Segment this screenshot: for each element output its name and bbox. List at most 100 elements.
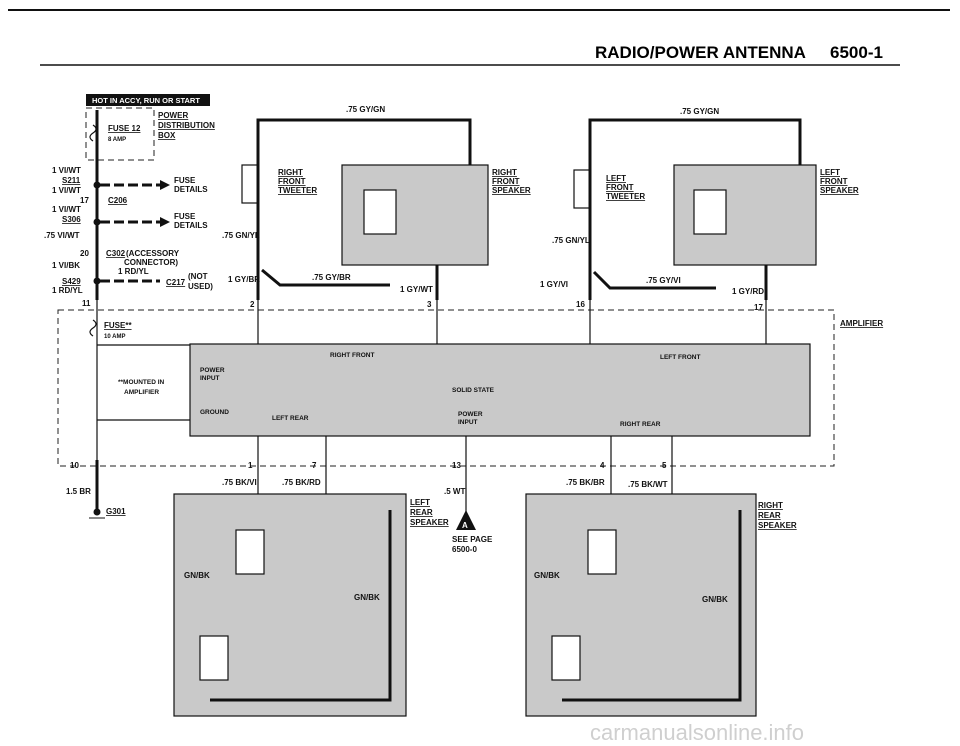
lf-speaker-label: FRONT [820, 177, 848, 186]
connector-desc: USED) [188, 282, 213, 291]
rr-speaker-label: RIGHT [758, 501, 783, 510]
hot-banner-bg [86, 94, 210, 106]
pin-label: 3 [427, 300, 432, 309]
wire-label: 1 RD/YL [52, 286, 83, 295]
lf-tweeter-label: FRONT [606, 183, 634, 192]
wire-label: .5 WT [444, 487, 465, 496]
amplifier-label: AMPLIFIER [840, 319, 883, 328]
fuse-details-label: FUSE [174, 212, 196, 221]
pin-label: 1 [248, 461, 253, 470]
amp-note: **MOUNTED IN [118, 379, 165, 386]
amp-fuse-symbol [89, 319, 97, 337]
rf-tweeter [241, 164, 259, 204]
amp-power-label: POWER [200, 367, 225, 374]
wire-label: 1 VI/WT [52, 205, 81, 214]
wire-label: .75 BK/BR [566, 478, 605, 487]
connector-label: C217 [166, 278, 186, 287]
rr-speaker-label: SPEAKER [758, 521, 797, 530]
ref-a-letter: A [462, 521, 468, 530]
lf-mid-wire [592, 270, 716, 290]
wire-label: .75 GY/BR [312, 273, 351, 282]
wire-label: 1 VI/BK [52, 261, 80, 270]
wire-label: 1 VI/WT [52, 166, 81, 175]
pin-label: 5 [662, 461, 667, 470]
ref-a-icon [456, 510, 476, 530]
lr-speaker-label: SPEAKER [410, 518, 449, 527]
connector-label: C206 [108, 196, 128, 205]
wire-label: GN/BK [184, 571, 210, 580]
see-page-label: 6500-0 [452, 545, 477, 554]
lf-tweeter-label: LEFT [606, 174, 626, 183]
amp-channel-label: RIGHT REAR [620, 421, 661, 428]
pin-label: 7 [312, 461, 317, 470]
pin-label: 16 [576, 300, 585, 309]
rf-speaker-label: SPEAKER [492, 186, 531, 195]
amplifier-outline [57, 309, 835, 467]
fuse-label: FUSE 12 [108, 124, 141, 133]
see-page-label: SEE PAGE [452, 535, 493, 544]
wire-label: 1 GY/BR [228, 275, 260, 284]
wire-label: 1 GY/VI [540, 280, 568, 289]
rf-tweeter-label: RIGHT [278, 168, 303, 177]
lf-speaker-label: LEFT [820, 168, 840, 177]
wire-label: GN/BK [534, 571, 560, 580]
wire-label: 1 GY/WT [400, 285, 433, 294]
pin-label: 13 [452, 461, 461, 470]
lf-tweeter-label: TWEETER [606, 192, 645, 201]
wire-label: .75 GN/YL [222, 231, 260, 240]
lr-speaker-icon [235, 529, 265, 575]
rf-speaker-box [341, 164, 489, 266]
fuse-amp: 8 AMP [108, 137, 126, 143]
splice-s306 [93, 218, 101, 226]
connector-desc: (NOT [188, 272, 208, 281]
fuse-box-label: BOX [158, 131, 176, 140]
lf-top-wire [588, 118, 802, 300]
rf-mid-wire [261, 268, 390, 287]
lf-speaker-label: SPEAKER [820, 186, 859, 195]
rr-speaker-icon [587, 529, 617, 575]
wire-label: 1 RD/YL [118, 267, 149, 276]
amp-note: AMPLIFIER [124, 389, 159, 396]
pin-label: 17 [80, 196, 89, 205]
wire-label: 1 VI/WT [52, 186, 81, 195]
pin-label: 2 [250, 300, 255, 309]
rr-speaker-label: REAR [758, 511, 781, 520]
amp-channel-label: LEFT FRONT [660, 354, 700, 361]
rf-tweeter-label: FRONT [278, 177, 306, 186]
wire-label: GN/BK [354, 593, 380, 602]
lr-speaker-label: LEFT [410, 498, 430, 507]
arrow [160, 180, 170, 190]
pin-label: 10 [70, 461, 79, 470]
amp-channel-label: RIGHT FRONT [330, 352, 374, 359]
fuse-box-label: POWER [158, 111, 188, 120]
fuse-box-outline [85, 107, 155, 161]
amp-power-label: POWER [458, 411, 483, 418]
lr-speaker-box [173, 493, 407, 717]
lr-speaker-label: REAR [410, 508, 433, 517]
solid-state-box [189, 343, 811, 437]
amp-solid-state: SOLID STATE [452, 387, 495, 394]
rf-tweeter-label: TWEETER [278, 186, 317, 195]
wire-label: .75 GN/YL [552, 236, 590, 245]
rr-loop-wire [562, 510, 742, 702]
amp-fuse-label: FUSE** [104, 321, 132, 330]
fuse-symbol [89, 124, 97, 142]
lf-tweeter [573, 169, 591, 209]
wire-label: .75 BK/WT [628, 480, 668, 489]
rr-speaker-icon [551, 635, 581, 681]
amp-channel-label: LEFT REAR [272, 415, 309, 422]
pin-label: 20 [80, 249, 89, 258]
top-terminals [257, 300, 767, 344]
amp-power-label: INPUT [458, 419, 478, 426]
hot-banner: HOT IN ACCY, RUN OR START [92, 96, 200, 105]
bottom-terminals [257, 436, 673, 520]
wire-label: .75 GY/GN [680, 107, 719, 116]
arrow [160, 217, 170, 227]
fuse-box-label: DISTRIBUTION [158, 121, 215, 130]
fuse-details-label: DETAILS [174, 221, 208, 230]
wire-label: GN/BK [702, 595, 728, 604]
splice-label: S429 [62, 277, 81, 286]
pin-label: 4 [600, 461, 605, 470]
